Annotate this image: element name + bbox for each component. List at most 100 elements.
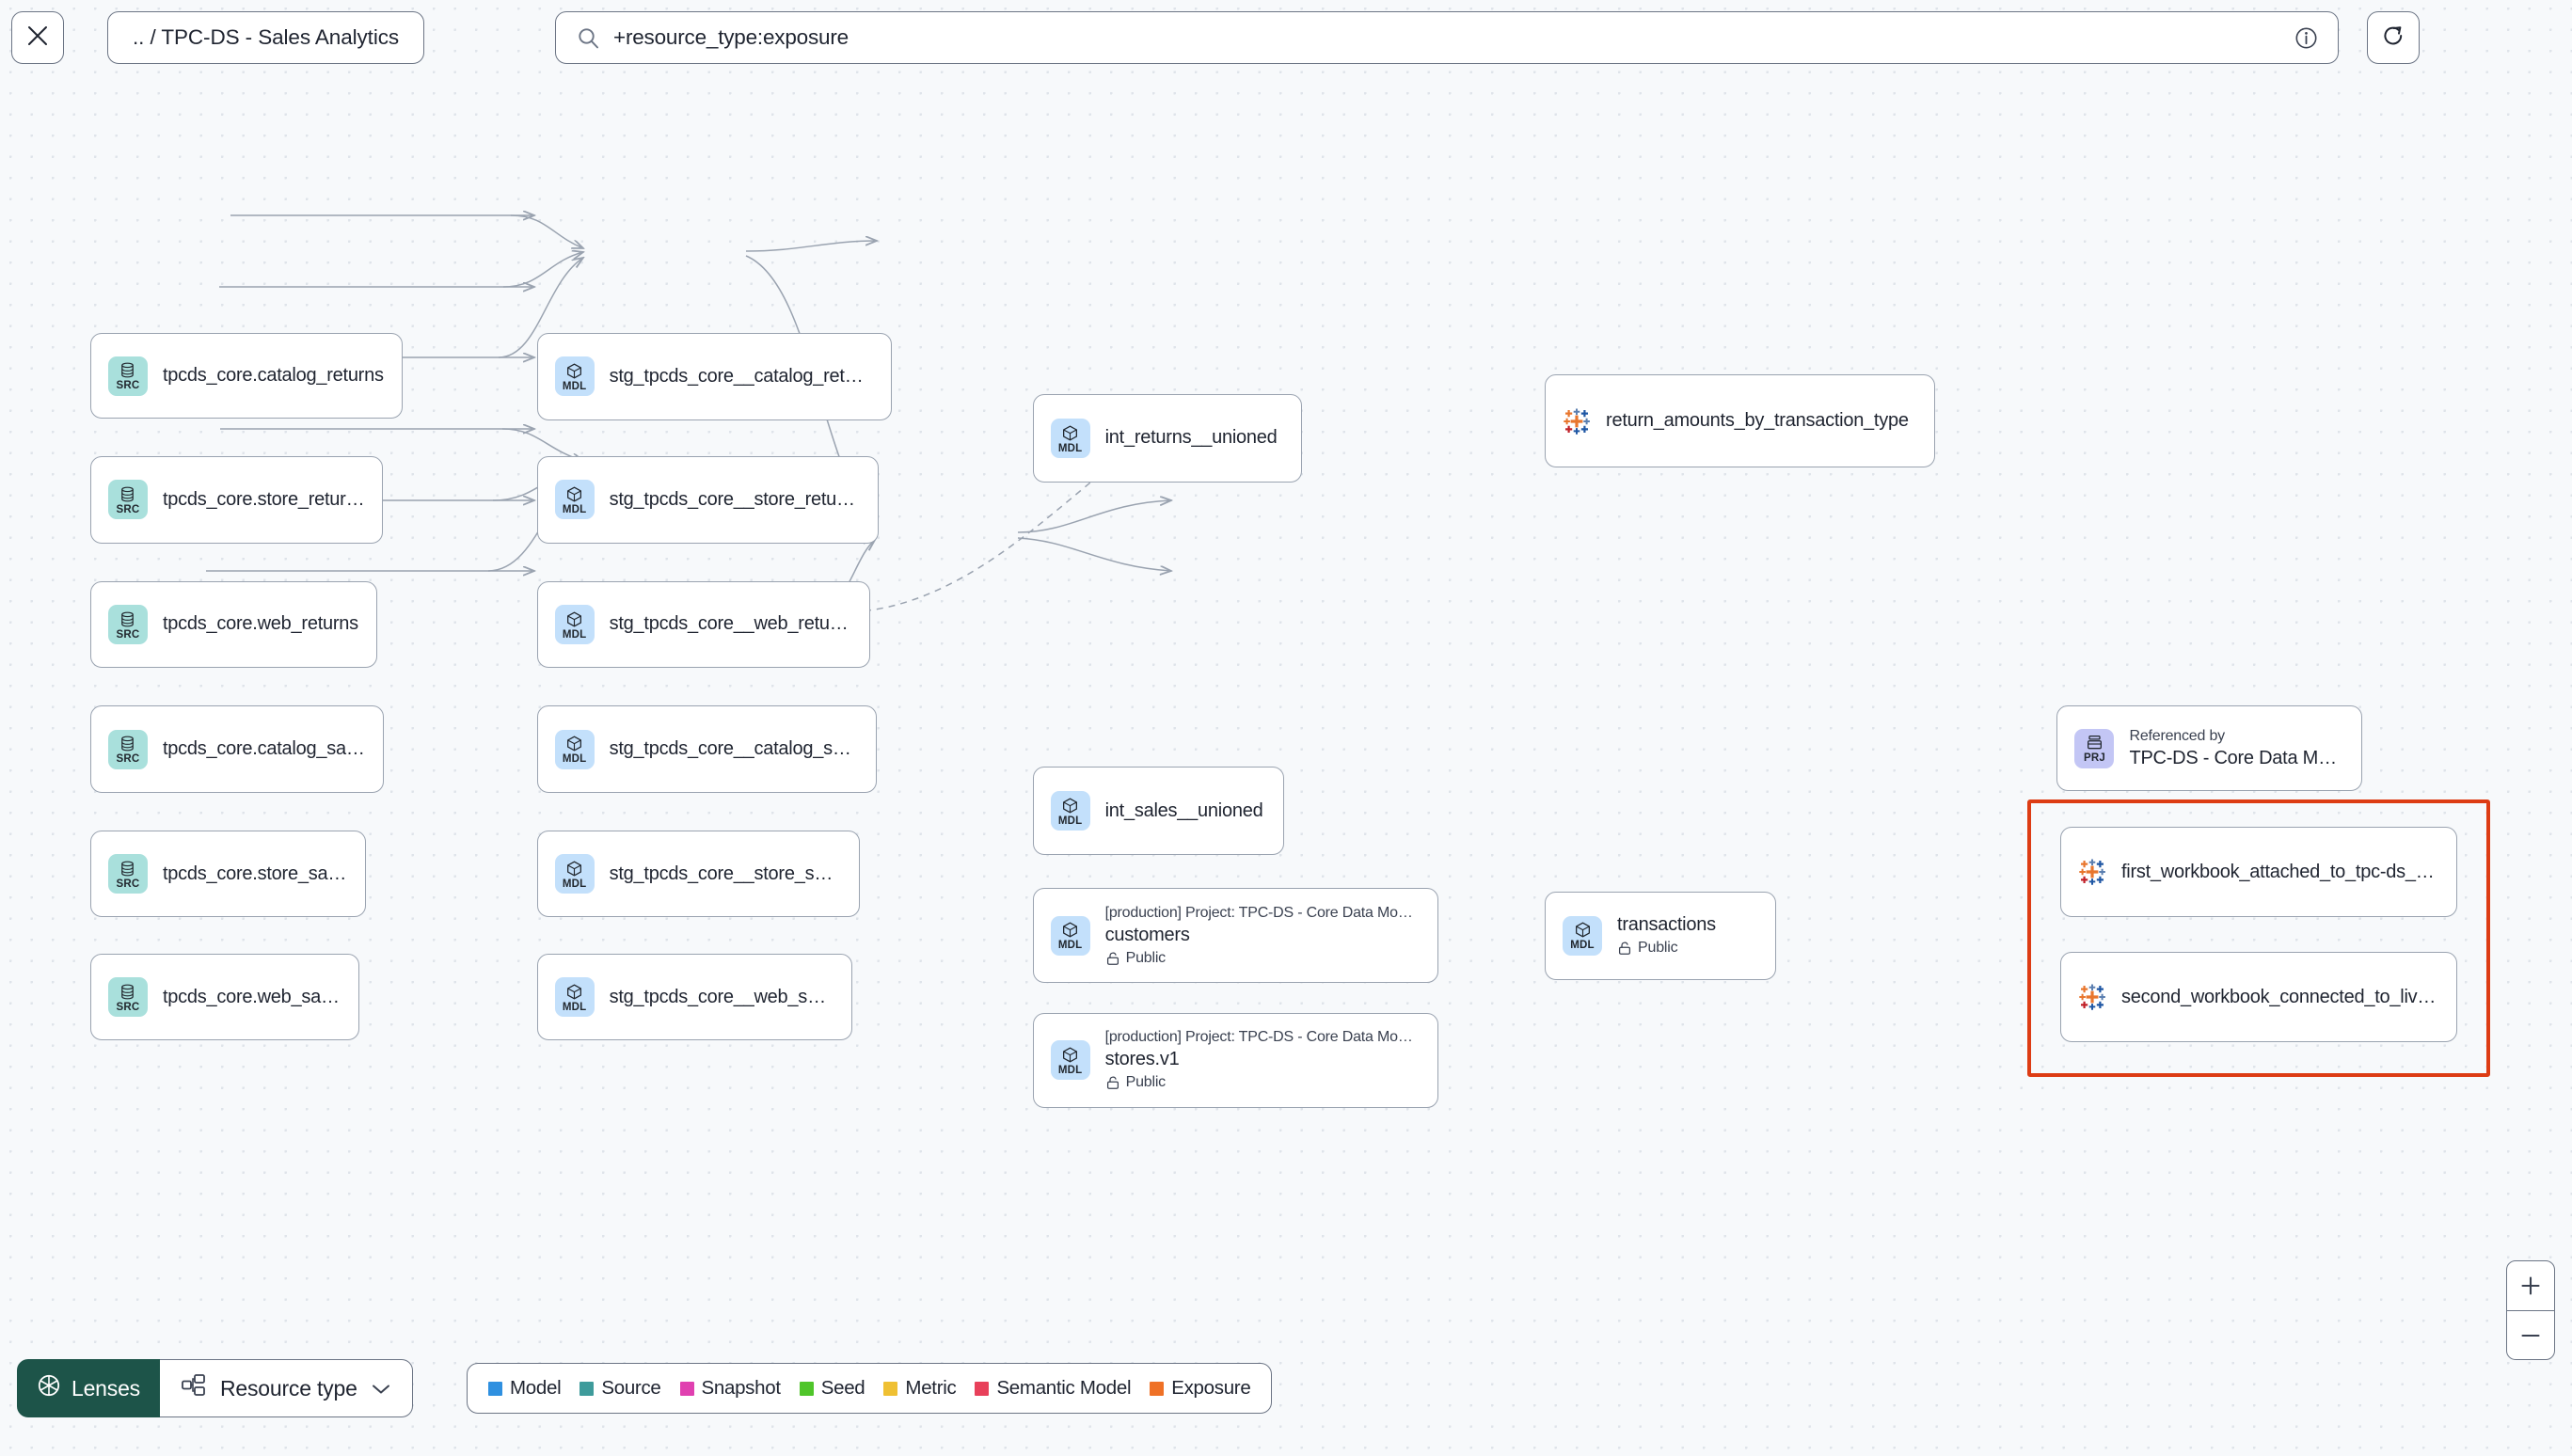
cube-icon (565, 610, 583, 628)
node-visibility: Public (1105, 950, 1421, 967)
search-bar[interactable]: +resource_type:exposure (555, 11, 2339, 64)
legend-item-snapshot[interactable]: Snapshot (679, 1377, 781, 1400)
legend-label: Model (510, 1377, 562, 1399)
node-badge-mdl: MDL (554, 854, 595, 894)
node-badge-label: SRC (116, 504, 140, 516)
legend-item-source[interactable]: Source (579, 1377, 661, 1400)
node-body: int_returns__unioned (1105, 427, 1284, 449)
breadcrumb[interactable]: .. / TPC-DS - Sales Analytics (107, 11, 425, 64)
search-input[interactable]: +resource_type:exposure (613, 25, 849, 49)
node-badge-label: MDL (1057, 442, 1083, 454)
node-title: transactions (1617, 914, 1716, 936)
legend-label: Semantic Model (996, 1377, 1132, 1399)
graph-node-stg_web_sales[interactable]: MDL stg_tpcds_core__web_sales (536, 953, 852, 1041)
legend-item-seed[interactable]: Seed (799, 1377, 865, 1400)
legend-swatch (579, 1381, 595, 1396)
close-icon (25, 24, 50, 53)
node-badge-mdl: MDL (554, 729, 595, 769)
node-body: first_workbook_attached_to_tpc-ds_-_… (2121, 862, 2439, 883)
node-title: tpcds_core.web_returns (162, 613, 358, 635)
resource-type-label: Resource type (219, 1375, 357, 1401)
node-title: customers (1104, 924, 1190, 945)
refresh-button[interactable] (2367, 11, 2420, 64)
node-body: tpcds_core.web_sales (163, 987, 341, 1008)
refresh-icon (2380, 23, 2406, 54)
node-badge-label: SRC (116, 380, 140, 392)
node-badge-label: MDL (562, 753, 587, 766)
node-badge-src: SRC (107, 729, 148, 769)
node-body: stg_tpcds_core__web_sales (610, 987, 834, 1008)
legend-item-semantic-model[interactable]: Semantic Model (975, 1377, 1132, 1400)
breadcrumb-label: .. / TPC-DS - Sales Analytics (133, 25, 400, 49)
node-title: first_workbook_attached_to_tpc-ds_-_… (2120, 861, 2440, 882)
node-body: [production] Project: TPC-DS - Core Data… (1105, 1029, 1421, 1091)
node-badge-mdl: MDL (1050, 1040, 1090, 1081)
node-title: stg_tpcds_core__store_returns (609, 488, 861, 510)
legend-label: Metric (905, 1377, 957, 1399)
resource-type-dropdown[interactable]: Resource type (159, 1359, 413, 1417)
node-badge-label: MDL (562, 381, 587, 393)
graph-node-int_returns_unioned[interactable]: MDL int_returns__unioned (1032, 393, 1302, 483)
legend-label: Seed (820, 1377, 865, 1399)
zoom-in-button[interactable] (2507, 1261, 2554, 1310)
legend-item-model[interactable]: Model (488, 1377, 562, 1400)
database-icon (119, 735, 136, 752)
node-badge-mdl: MDL (1050, 915, 1090, 956)
node-title: return_amounts_by_transaction_type (1606, 410, 1909, 432)
node-title: stg_tpcds_core__catalog_sales (609, 738, 859, 760)
database-icon (119, 860, 136, 878)
graph-node-return_amounts[interactable]: return_amounts_by_transaction_type (1545, 373, 1936, 468)
graph-node-stg_catalog_sales[interactable]: MDL stg_tpcds_core__catalog_sales (536, 705, 877, 793)
legend-item-exposure[interactable]: Exposure (1150, 1377, 1251, 1400)
node-badge-label: PRJ (2083, 752, 2105, 765)
legend-item-metric[interactable]: Metric (883, 1377, 957, 1400)
node-badge-label: MDL (1570, 940, 1595, 952)
legend-swatch (883, 1381, 898, 1396)
node-visibility-label: Public (1125, 949, 1167, 966)
node-subtitle: Referenced by (2129, 727, 2225, 744)
project-icon (2086, 734, 2104, 752)
node-visibility-label: Public (1638, 940, 1678, 957)
node-subtitle: [production] Project: TPC-DS - Core Data… (1104, 1029, 1413, 1046)
database-icon (119, 361, 136, 379)
graph-node-customers[interactable]: MDL[production] Project: TPC-DS - Core D… (1032, 888, 1438, 984)
info-icon[interactable] (2294, 25, 2319, 51)
node-title: stg_tpcds_core__web_returns (609, 613, 852, 635)
node-title: tpcds_core.web_sales (162, 986, 342, 1007)
node-body: stg_tpcds_core__web_returns (610, 613, 852, 635)
node-title: int_returns__unioned (1104, 427, 1278, 449)
node-title: stg_tpcds_core__store_sales (609, 863, 843, 884)
lenses-label: Lenses (71, 1375, 140, 1401)
database-icon (119, 983, 136, 1001)
graph-node-stg_store_sales[interactable]: MDL stg_tpcds_core__store_sales (536, 830, 861, 918)
zoom-out-button[interactable] (2507, 1310, 2554, 1359)
graph-node-stores_v1[interactable]: MDL [production] Project: TPC-DS - Core D… (1032, 1012, 1438, 1108)
graph-node-second_workbook[interactable]: second_workbook_connected_to_live… (2059, 952, 2458, 1043)
node-badge-label: MDL (562, 1001, 587, 1013)
node-visibility: Public (1105, 1074, 1421, 1091)
lenses-button[interactable]: Lenses (17, 1359, 160, 1417)
node-badge-mdl: MDL (1050, 791, 1090, 831)
node-title: stores.v1 (1104, 1049, 1180, 1070)
cube-icon (1061, 1046, 1079, 1064)
tableau-icon (2078, 983, 2106, 1011)
node-title: tpcds_core.store_sales (162, 863, 349, 884)
close-button[interactable] (11, 11, 64, 64)
graph-node-first_workbook[interactable]: first_workbook_attached_to_tpc-ds_-_… (2059, 827, 2458, 918)
